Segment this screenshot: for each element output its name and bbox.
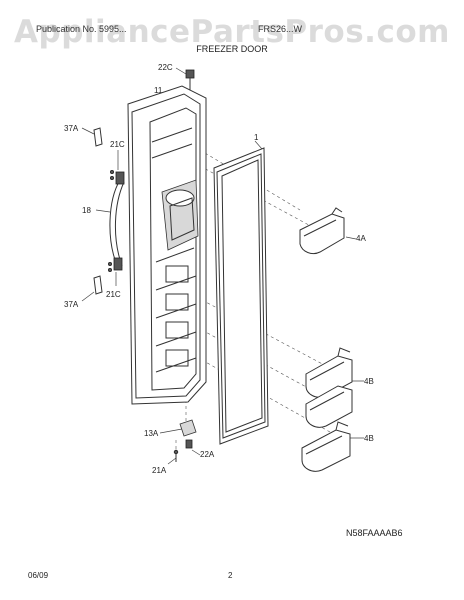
label-11: 11 [154, 86, 163, 95]
door-gasket [213, 147, 269, 445]
footer-page-number: 2 [228, 571, 233, 580]
label-13a: 13A [144, 429, 159, 438]
model-header: FRS26...W [258, 24, 303, 34]
label-21c-top: 21C [110, 140, 125, 149]
figure-code: N58FAAAAB6 [346, 528, 403, 538]
section-title: FREEZER DOOR [196, 44, 268, 54]
publication-header: Publication No. 5995... [36, 24, 127, 34]
label-4a: 4A [356, 234, 366, 243]
label-18: 18 [82, 206, 91, 215]
label-21a: 21A [152, 466, 167, 475]
label-37a-top: 37A [64, 124, 79, 133]
bottom-hinge-parts [173, 419, 197, 462]
label-21c-bottom: 21C [106, 290, 121, 299]
handle-trim-brackets [93, 127, 103, 295]
watermark-text: AppliancePartsPros.com [14, 14, 450, 50]
top-hinge-pin [185, 69, 195, 90]
door-bins [299, 207, 353, 472]
door-handle [109, 171, 125, 271]
label-1: 1 [254, 133, 259, 142]
footer-date: 06/09 [28, 571, 49, 580]
label-4b-top: 4B [364, 377, 374, 386]
handle-screws [108, 169, 115, 272]
label-22a: 22A [200, 450, 215, 459]
label-22c: 22C [158, 63, 173, 72]
label-4b-bottom: 4B [364, 434, 374, 443]
door-shell [127, 85, 207, 405]
label-37a-bottom: 37A [64, 300, 79, 309]
